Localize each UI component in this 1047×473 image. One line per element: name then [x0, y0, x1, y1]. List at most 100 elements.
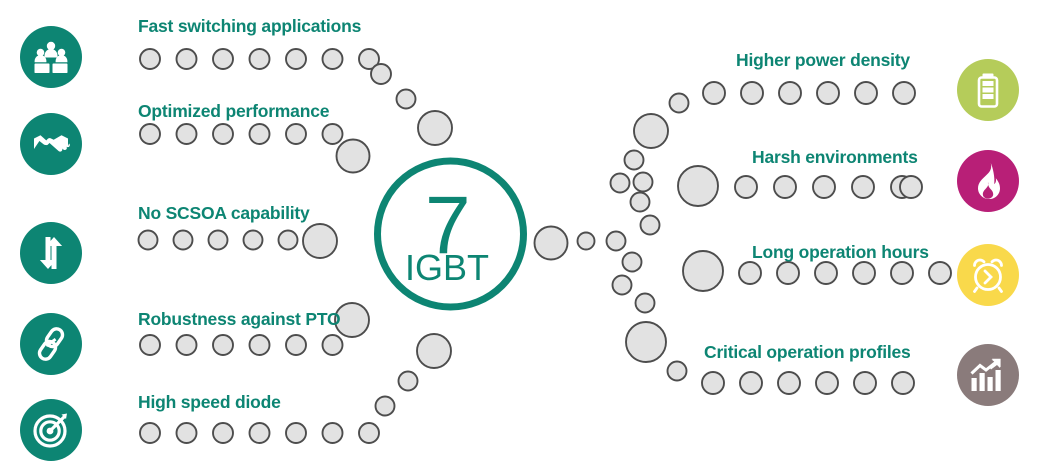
- trail-dot: [611, 274, 633, 296]
- trail-dot: [814, 261, 838, 285]
- trail-dot: [852, 261, 876, 285]
- trail-dot: [175, 48, 198, 70]
- trail-dot: [576, 231, 596, 251]
- trail-dot: [139, 422, 161, 444]
- trail-dot: [335, 138, 371, 174]
- trail-dot: [321, 422, 344, 444]
- trail-dot: [815, 371, 839, 395]
- label-critical-operation-profiles: Critical operation profiles: [704, 342, 911, 362]
- trail-dot: [621, 251, 643, 273]
- trail-dot: [358, 48, 380, 70]
- trail-dot: [285, 422, 307, 444]
- trail-dot: [928, 261, 952, 285]
- trail-dot: [854, 81, 878, 105]
- trail-dot: [212, 48, 234, 70]
- trail-dot: [740, 81, 764, 105]
- trail-dot: [629, 191, 651, 213]
- icon-badge-alarm-clock[interactable]: [957, 244, 1019, 306]
- trail-dot: [633, 113, 669, 149]
- trail-dot: [738, 261, 762, 285]
- trail-dot: [739, 371, 763, 395]
- trail-dot: [776, 261, 800, 285]
- trail-dot: [625, 321, 667, 363]
- label-higher-power-density: Higher power density: [736, 50, 910, 70]
- trail-dot: [370, 63, 392, 85]
- label-optimized-performance: Optimized performance: [138, 101, 330, 121]
- label-robustness-against-pto: Robustness against PTO: [138, 309, 341, 329]
- trail-dot: [734, 175, 758, 199]
- icon-badge-up-down-arrows[interactable]: [20, 222, 82, 284]
- trail-dot: [773, 175, 797, 199]
- trail-dot: [242, 229, 264, 251]
- trail-dot: [605, 230, 627, 252]
- trail-dot: [358, 422, 380, 444]
- trail-dot: [416, 333, 452, 369]
- label-long-operation-hours: Long operation hours: [752, 242, 929, 262]
- trail-dot: [334, 302, 370, 338]
- handshake-icon: [32, 125, 70, 163]
- icon-badge-growth-chart[interactable]: [957, 344, 1019, 406]
- trail-dot: [682, 250, 724, 292]
- up-down-arrows-icon: [34, 235, 68, 271]
- trail-dot: [609, 172, 631, 194]
- trail-dot: [701, 371, 725, 395]
- trail-dot: [666, 360, 688, 382]
- trail-dot: [302, 223, 338, 259]
- trail-dot: [778, 81, 802, 105]
- trail-dot: [175, 123, 198, 145]
- label-fast-switching-applications: Fast switching applications: [138, 16, 362, 36]
- trail-dot: [248, 334, 271, 356]
- trail-dot: [175, 334, 198, 356]
- trail-dot: [899, 175, 923, 199]
- dot-trails: [137, 48, 952, 444]
- trail-dot: [285, 48, 307, 70]
- trail-dot: [212, 334, 234, 356]
- alarm-clock-icon: [969, 256, 1007, 294]
- trail-dot: [623, 149, 645, 171]
- trail-dot: [677, 165, 719, 207]
- trail-dot: [248, 422, 271, 444]
- trail-dot: [395, 88, 417, 110]
- trail-dot: [639, 214, 661, 236]
- icon-badge-battery[interactable]: [957, 59, 1019, 121]
- trail-dot: [891, 371, 915, 395]
- trail-dot: [853, 371, 877, 395]
- label-high-speed-diode: High speed diode: [138, 392, 281, 412]
- trail-dot: [632, 171, 654, 193]
- trail-dot: [321, 48, 344, 70]
- trail-dot: [139, 123, 161, 145]
- icon-badge-chain-link[interactable]: [20, 313, 82, 375]
- trail-dot: [417, 110, 453, 146]
- target-arrow-icon: [33, 412, 69, 448]
- trail-dot: [212, 123, 234, 145]
- label-harsh-environments: Harsh environments: [752, 147, 918, 167]
- icon-badge-handshake[interactable]: [20, 113, 82, 175]
- trail-dot: [139, 334, 161, 356]
- icon-badge-team-presentation[interactable]: [20, 26, 82, 88]
- trail-dot: [892, 81, 916, 105]
- trail-dot: [137, 229, 159, 251]
- icon-badge-flame[interactable]: [957, 150, 1019, 212]
- trail-dot: [533, 225, 569, 261]
- label-no-scsoa-capability: No SCSOA capability: [138, 203, 310, 223]
- icon-badge-target-arrow[interactable]: [20, 399, 82, 461]
- battery-icon: [971, 72, 1005, 108]
- trail-dot: [277, 229, 299, 251]
- trail-dot: [248, 123, 271, 145]
- trail-dot: [816, 81, 840, 105]
- center-number: 7: [425, 180, 471, 271]
- growth-chart-icon: [970, 358, 1006, 392]
- trail-dot: [397, 370, 419, 392]
- trail-dot: [812, 175, 836, 199]
- trail-dot: [285, 334, 307, 356]
- trail-dot: [777, 371, 801, 395]
- trail-dot: [374, 395, 396, 417]
- trail-dot: [212, 422, 234, 444]
- trail-dot: [321, 123, 344, 145]
- center-ring: [374, 157, 527, 311]
- chain-link-icon: [33, 326, 69, 362]
- trail-dot: [634, 292, 656, 314]
- trail-dot: [321, 334, 344, 356]
- trail-dot: [139, 48, 161, 70]
